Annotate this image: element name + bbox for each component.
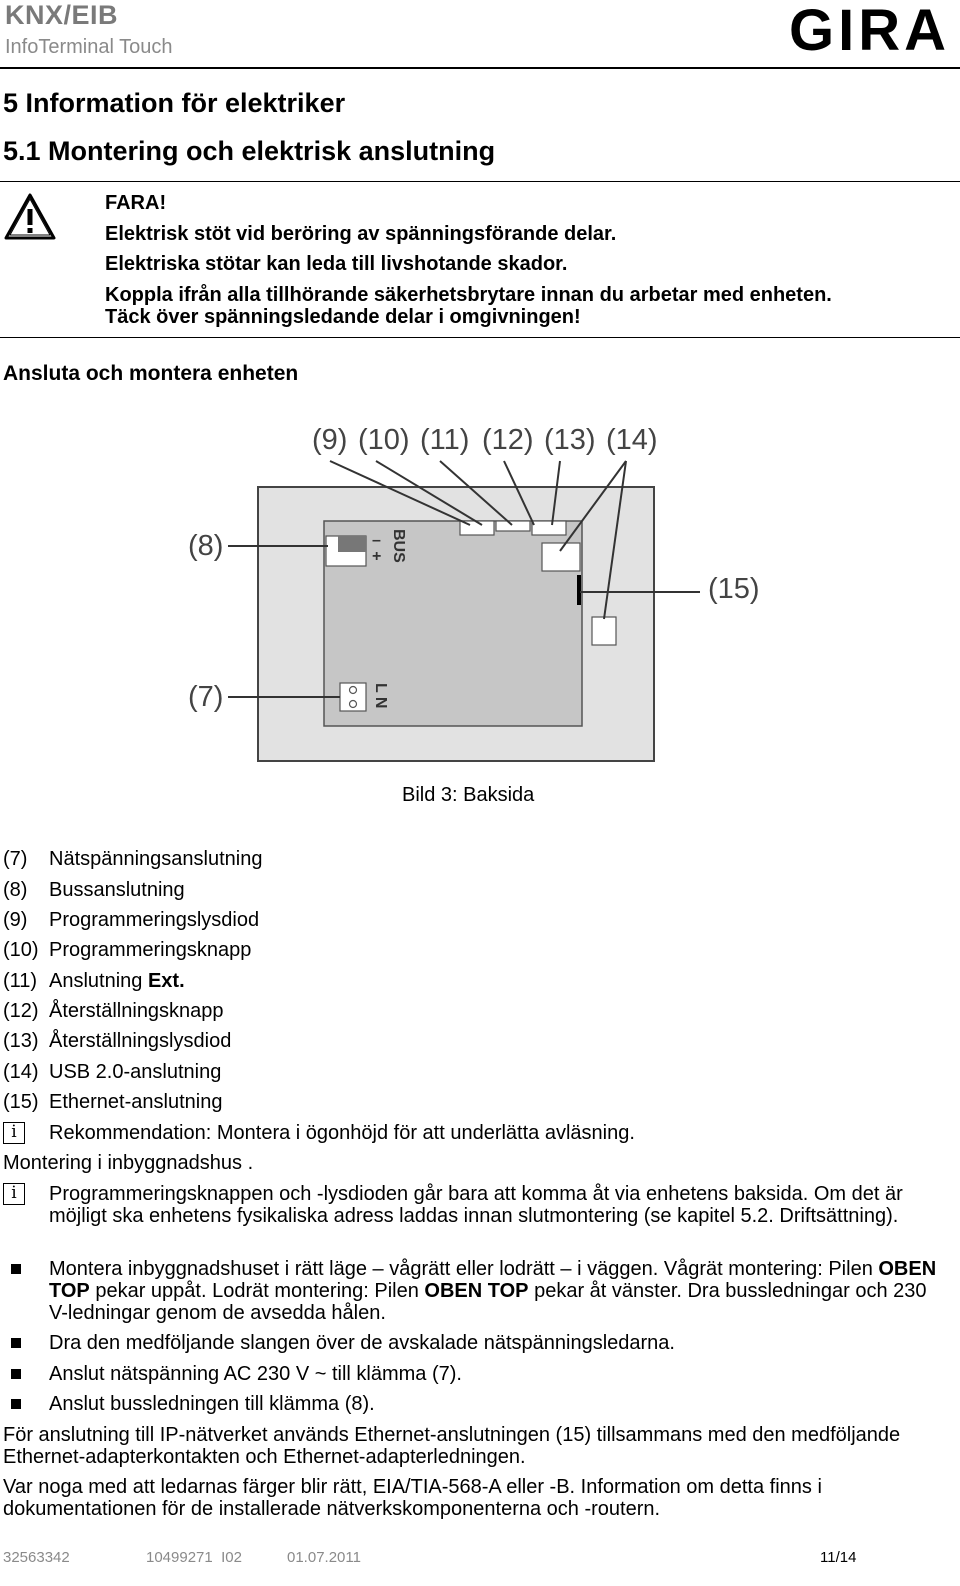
info-recommendation: Rekommendation: Montera i ögonhöjd för a… — [49, 1122, 635, 1144]
legend-text: Återställningslysdiod — [49, 1030, 232, 1052]
usb-port — [541, 542, 581, 572]
header-model: InfoTerminal Touch — [5, 36, 173, 58]
legend-text-bold: Ext. — [147, 970, 185, 992]
footer-reference: 10499271 I02 — [146, 1549, 242, 1566]
ext-connector — [495, 520, 531, 532]
footer-doc-number: 32563342 — [3, 1549, 70, 1566]
bullet-mains: Anslut nätspänning AC 230 V ~ till klämm… — [49, 1363, 462, 1385]
label-14: (14) — [606, 424, 658, 456]
ethernet-port — [591, 616, 617, 646]
legend-item: (7) Nätspänningsanslutning — [3, 848, 263, 870]
bullet-marker — [11, 1399, 21, 1409]
legend-number: (12) — [3, 1000, 39, 1022]
bullet-text: pekar åt vänster. Dra bussledningar och … — [49, 1280, 927, 1324]
bullet-text: pekar uppåt. Lodrät montering: Pilen — [89, 1280, 425, 1302]
warning-top-rule — [0, 181, 960, 182]
bus-plus: + — [372, 548, 381, 565]
bus-terminal-block — [338, 536, 366, 552]
legend-text: Nätspänningsanslutning — [49, 848, 263, 870]
gira-logo: GIRA — [789, 0, 950, 63]
warning-bottom-rule — [0, 337, 960, 338]
device-board — [323, 520, 583, 727]
label-12: (12) — [482, 424, 534, 456]
legend-item: (10) Programmeringsknapp — [3, 939, 251, 961]
paragraph-ethernet: För anslutning till IP-nätverket används… — [3, 1424, 901, 1468]
warning-line: Elektriska stötar kan leda till livshota… — [105, 253, 568, 275]
legend-number: (10) — [3, 939, 39, 961]
legend-text: Anslutning — [49, 970, 148, 992]
legend-item: (9) Programmeringslysdiod — [3, 909, 259, 931]
legend-text: USB 2.0-anslutning — [49, 1061, 222, 1083]
section-heading: 5 Information för elektriker — [3, 88, 346, 118]
legend-item: (13) Återställningslysdiod — [3, 1030, 231, 1052]
legend-number: (8) — [3, 879, 28, 901]
warning-line: Elektrisk stöt vid beröring av spännings… — [105, 223, 617, 245]
label-13: (13) — [544, 424, 596, 456]
bullet-mount-box: Montera inbyggnadshuset i rätt läge – vå… — [49, 1258, 949, 1324]
legend-text: Ethernet-anslutning — [49, 1091, 223, 1113]
bullet-hose: Dra den medföljande slangen över de avsk… — [49, 1332, 675, 1354]
info-icon: i — [3, 1122, 25, 1144]
paragraph-wiring: Var noga med att ledarnas färger blir rä… — [3, 1476, 822, 1520]
legend-number: (15) — [3, 1091, 39, 1113]
legend-text: Programmeringslysdiod — [49, 909, 260, 931]
bullet-text: Montera inbyggnadshuset i rätt läge – vå… — [49, 1258, 879, 1280]
legend-text: Bussanslutning — [49, 879, 185, 901]
bus-minus: – — [372, 532, 381, 549]
bullet-marker — [11, 1369, 21, 1379]
label-7: (7) — [188, 681, 223, 713]
header-rule — [0, 67, 960, 69]
figure-caption: Bild 3: Baksida — [402, 784, 535, 806]
warning-title: FARA! — [105, 192, 167, 214]
bullet-bold: OBEN TOP — [424, 1280, 529, 1302]
warning-line: Täck över spänningsledande delar i omgiv… — [105, 306, 581, 328]
ethernet-marker — [577, 575, 581, 605]
reset-button-led — [531, 520, 567, 536]
bus-text: BUS — [390, 529, 407, 563]
bullet-bus: Anslut bussledningen till klämma (8). — [49, 1393, 375, 1415]
ln-text: L N — [372, 683, 389, 708]
info-programming: Programmeringsknappen och -lysdioden går… — [49, 1183, 903, 1227]
legend-item: (8) Bussanslutning — [3, 879, 185, 901]
label-8: (8) — [188, 530, 223, 562]
legend-item: (14) USB 2.0-anslutning — [3, 1061, 221, 1083]
label-9: (9) — [312, 424, 347, 456]
subheading: Ansluta och montera enheten — [3, 362, 299, 385]
legend-number: (7) — [3, 848, 28, 870]
legend-item: (15) Ethernet-anslutning — [3, 1091, 222, 1113]
legend-number: (14) — [3, 1061, 39, 1083]
legend-text: Återställningsknapp — [49, 1000, 224, 1022]
legend-number: (9) — [3, 909, 28, 931]
header-product: KNX/EIB — [5, 0, 119, 30]
bullet-marker — [11, 1264, 21, 1274]
legend-text: Programmeringsknapp — [49, 939, 252, 961]
footer-date: 01.07.2011 — [287, 1549, 361, 1566]
bullet-bold: OBEN TOP — [49, 1258, 937, 1302]
legend-item: (12) Återställningsknapp — [3, 1000, 224, 1022]
warning-line: Koppla ifrån alla tillhörande säkerhetsb… — [105, 284, 832, 306]
legend-number: (13) — [3, 1030, 39, 1052]
info-icon: i — [3, 1183, 25, 1205]
legend-item: (11) Anslutning Ext. — [3, 970, 185, 992]
legend-number: (11) — [3, 970, 38, 992]
label-10: (10) — [358, 424, 410, 456]
ln-terminal — [339, 682, 367, 712]
footer-page: 11/14 — [820, 1549, 857, 1566]
label-15: (15) — [708, 573, 760, 605]
mounting-heading: Montering i inbyggnadshus . — [3, 1152, 254, 1174]
warning-triangle-icon — [4, 193, 56, 240]
bullet-marker — [11, 1338, 21, 1348]
subsection-heading: 5.1 Montering och elektrisk anslutning — [3, 136, 496, 166]
label-11: (11) — [420, 424, 469, 456]
device-rear-figure: (9) (10) (11) (12) (13) (14) (8) (15) (7… — [188, 424, 760, 762]
